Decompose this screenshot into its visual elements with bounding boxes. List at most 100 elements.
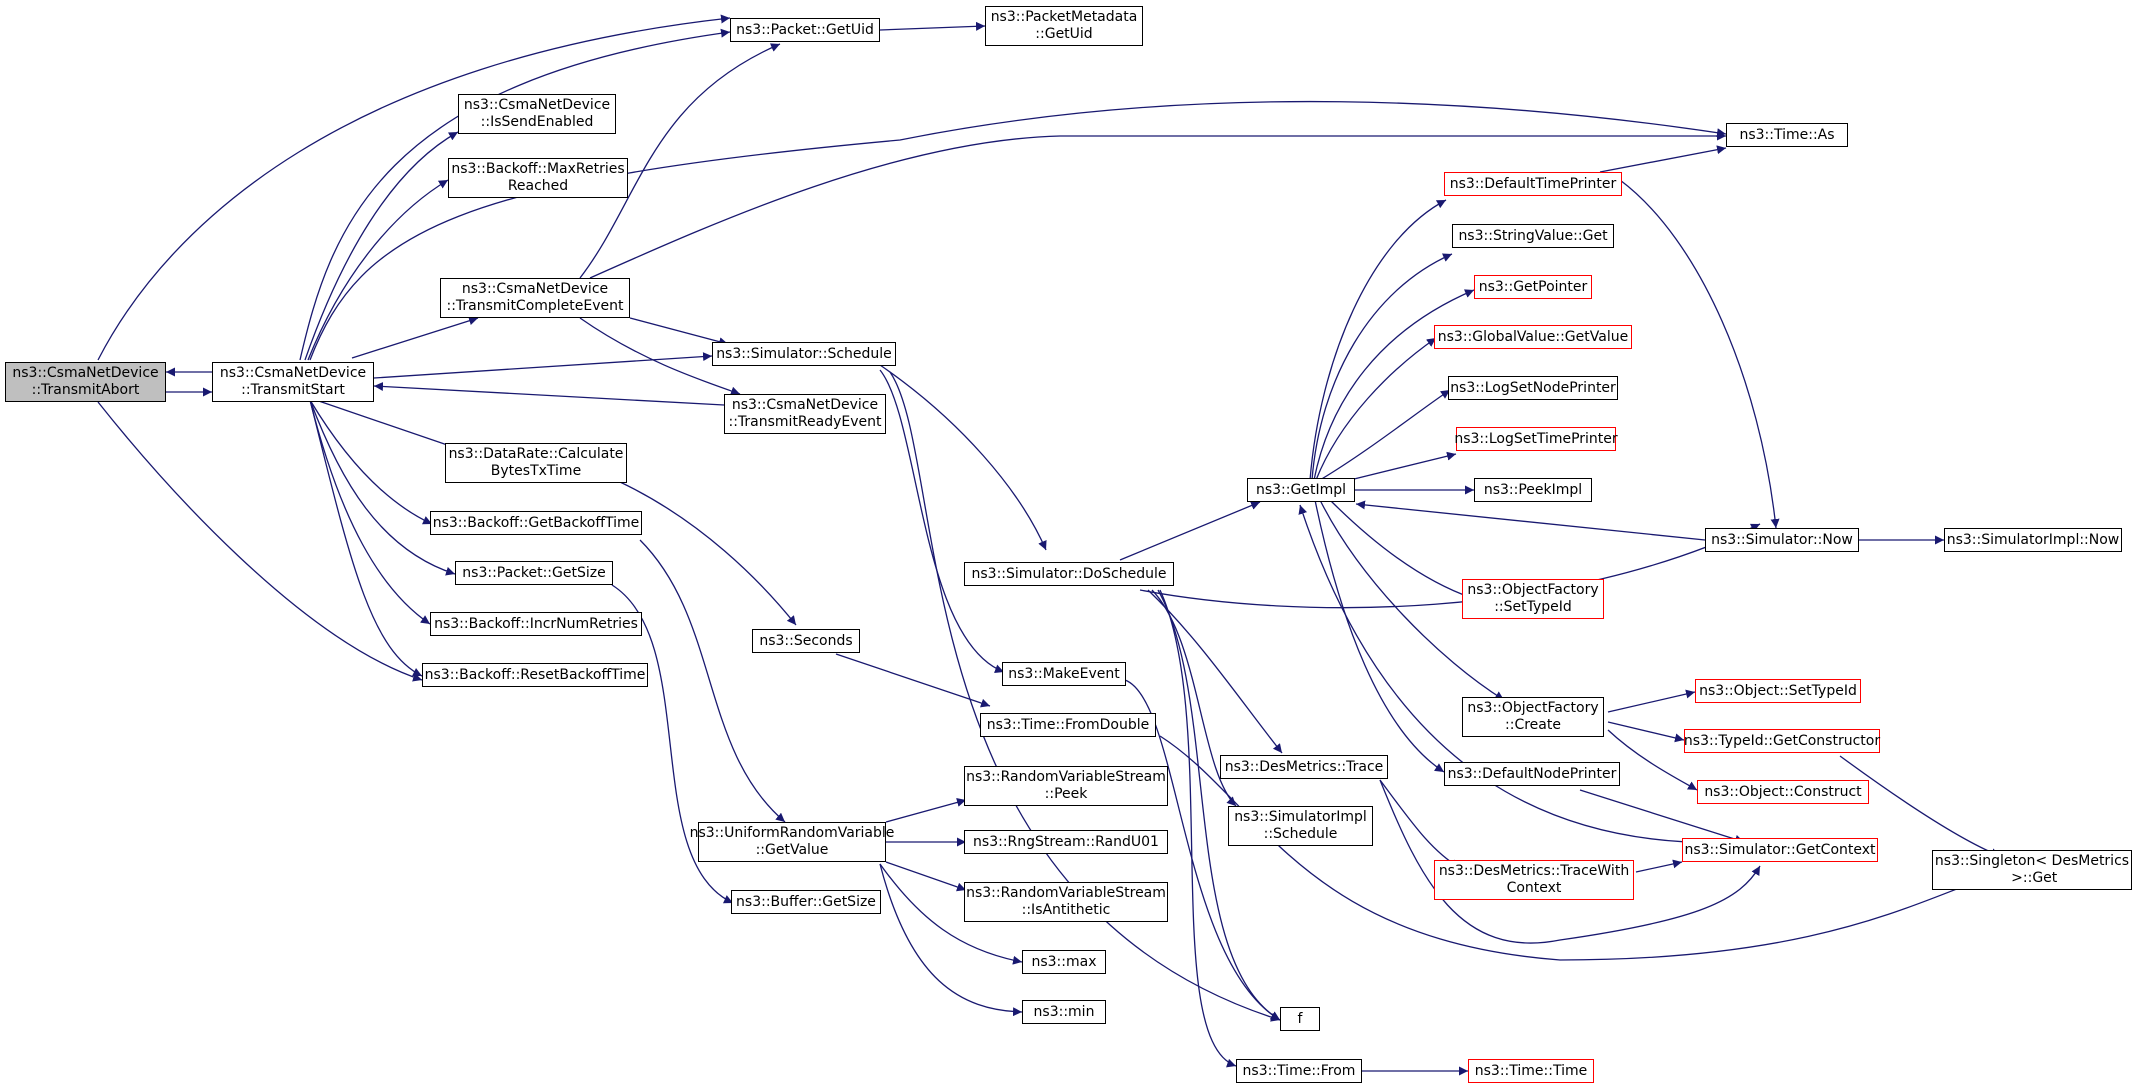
edge-tracewithcontext-getcontext bbox=[1635, 859, 1683, 873]
node-get-backoff-time[interactable]: ns3::Backoff::GetBackoffTime bbox=[430, 511, 642, 535]
edge-transmitstart-datarate bbox=[309, 397, 463, 452]
node-reset-backoff-time[interactable]: ns3::Backoff::ResetBackoffTime bbox=[422, 663, 648, 687]
node-stringvalue-get[interactable]: ns3::StringValue::Get bbox=[1452, 224, 1614, 248]
edge-objectfactorycreate-getconstructor bbox=[1607, 721, 1685, 743]
edge-getimpl-settypeid bbox=[1329, 499, 1473, 600]
node-time-as[interactable]: ns3::Time::As bbox=[1726, 123, 1848, 147]
edge-getimpl-defaultnodeprinter bbox=[1314, 499, 1445, 773]
node-desmetrics-tracewithcontext[interactable]: ns3::DesMetrics::TraceWith Context bbox=[1434, 860, 1634, 900]
edge-transmitstart-resetbackofftime bbox=[309, 399, 423, 677]
node-objectfactory-settypeid[interactable]: ns3::ObjectFactory ::SetTypeId bbox=[1462, 579, 1604, 619]
node-log-set-time-printer[interactable]: ns3::LogSetTimePrinter bbox=[1454, 427, 1618, 451]
edge-doschedule-simulatornow bbox=[1139, 523, 1761, 609]
node-packet-getsize[interactable]: ns3::Packet::GetSize bbox=[455, 561, 613, 585]
node-objectfactory-create[interactable]: ns3::ObjectFactory ::Create bbox=[1462, 697, 1604, 737]
edge-doschedule-f bbox=[1157, 589, 1281, 1021]
edge-doschedule-desmetricstrace bbox=[1147, 589, 1283, 754]
node-rngstream-randu01[interactable]: ns3::RngStream::RandU01 bbox=[964, 830, 1168, 854]
node-max[interactable]: ns3::max bbox=[1022, 950, 1106, 974]
edge-desmetricstrace-getcontext bbox=[1379, 779, 1761, 944]
node-transmit-ready-event[interactable]: ns3::CsmaNetDevice ::TransmitReadyEvent bbox=[724, 394, 886, 434]
node-datarate-calculate[interactable]: ns3::DataRate::Calculate BytesTxTime bbox=[445, 443, 627, 483]
edge-getimpl-globalvalue bbox=[1315, 337, 1437, 481]
edge-desmetricstrace-tracewithcontext bbox=[1379, 779, 1461, 869]
edge-completeevent-readyevent bbox=[579, 317, 741, 396]
node-packet-getuid[interactable]: ns3::Packet::GetUid bbox=[730, 18, 880, 42]
node-max-retries-reached[interactable]: ns3::Backoff::MaxRetries Reached bbox=[448, 158, 628, 198]
node-transmit-complete-event[interactable]: ns3::CsmaNetDevice ::TransmitCompleteEve… bbox=[440, 278, 630, 318]
edge-transmitstart-packetgetsize bbox=[309, 399, 456, 576]
edge-urv-rvspeek bbox=[885, 798, 967, 823]
node-transmit-start[interactable]: ns3::CsmaNetDevice ::TransmitStart bbox=[212, 362, 374, 402]
edge-urv-isantithetic bbox=[885, 861, 967, 892]
edge-getconstructor-singleton bbox=[1839, 755, 2001, 857]
node-log-set-node-printer[interactable]: ns3::LogSetNodePrinter bbox=[1448, 376, 1618, 400]
edge-seconds-fromdouble bbox=[835, 653, 991, 708]
node-incr-num-retries[interactable]: ns3::Backoff::IncrNumRetries bbox=[430, 612, 642, 636]
node-rvs-isantithetic[interactable]: ns3::RandomVariableStream ::IsAntithetic bbox=[964, 882, 1168, 922]
edge-getimpl-defaulttimeprinter bbox=[1309, 199, 1447, 481]
node-simulatorimpl-schedule[interactable]: ns3::SimulatorImpl ::Schedule bbox=[1228, 806, 1373, 846]
node-peek-impl[interactable]: ns3::PeekImpl bbox=[1474, 478, 1592, 502]
edge-urv-min bbox=[879, 863, 1023, 1017]
node-time-time[interactable]: ns3::Time::Time bbox=[1468, 1059, 1594, 1083]
edge-getimpl-getpointer bbox=[1313, 289, 1475, 481]
edge-completeevent-packetgetuid bbox=[579, 43, 781, 279]
node-buffer-getsize[interactable]: ns3::Buffer::GetSize bbox=[731, 890, 881, 914]
edge-makeevent-f bbox=[1124, 679, 1281, 1021]
node-make-event[interactable]: ns3::MakeEvent bbox=[1002, 662, 1126, 686]
edge-objectfactorycreate-objectsettypeid bbox=[1607, 689, 1696, 713]
edge-getimpl-objectfactorycreate bbox=[1319, 499, 1505, 701]
edge-getcontext-getimpl bbox=[1298, 504, 1741, 844]
node-globalvalue-getvalue[interactable]: ns3::GlobalValue::GetValue bbox=[1434, 325, 1632, 349]
node-desmetrics-trace[interactable]: ns3::DesMetrics::Trace bbox=[1220, 755, 1388, 779]
node-simulator-getcontext[interactable]: ns3::Simulator::GetContext bbox=[1682, 838, 1878, 862]
edge-transmitabort-packetgetuid bbox=[97, 14, 731, 361]
node-transmit-abort[interactable]: ns3::CsmaNetDevice ::TransmitAbort bbox=[5, 362, 166, 402]
edge-schedule-doschedule bbox=[879, 364, 1047, 551]
edge-schedule-makeevent bbox=[879, 369, 1005, 673]
node-object-construct[interactable]: ns3::Object::Construct bbox=[1697, 780, 1869, 804]
node-simulator-doschedule[interactable]: ns3::Simulator::DoSchedule bbox=[964, 562, 1174, 586]
edge-readyevent-transmitstart bbox=[373, 381, 725, 406]
node-time-fromdouble[interactable]: ns3::Time::FromDouble bbox=[980, 713, 1156, 737]
node-object-settypeid[interactable]: ns3::Object::SetTypeId bbox=[1695, 679, 1861, 703]
edge-transmitstart-incrnumretries bbox=[309, 399, 431, 625]
edge-packetgetuid-metadata bbox=[879, 21, 986, 31]
edge-getbackofftime-urv bbox=[639, 539, 786, 823]
edge-urv-max bbox=[879, 863, 1023, 965]
node-simulator-schedule[interactable]: ns3::Simulator::Schedule bbox=[712, 342, 896, 366]
edge-defaulttimeprinter-timeas bbox=[1599, 145, 1727, 173]
edge-completeevent-schedule bbox=[629, 317, 729, 347]
node-get-impl[interactable]: ns3::GetImpl bbox=[1247, 478, 1355, 502]
node-urv-getvalue[interactable]: ns3::UniformRandomVariable ::GetValue bbox=[690, 822, 894, 862]
node-packetmetadata-getuid[interactable]: ns3::PacketMetadata ::GetUid bbox=[985, 6, 1143, 46]
edge-transmitstart-schedule bbox=[373, 352, 713, 379]
node-is-send-enabled[interactable]: ns3::CsmaNetDevice ::IsSendEnabled bbox=[458, 94, 616, 134]
edge-transmitstart-issendenabled bbox=[304, 131, 459, 361]
node-f[interactable]: f bbox=[1280, 1007, 1320, 1031]
node-get-pointer[interactable]: ns3::GetPointer bbox=[1474, 275, 1592, 299]
node-typeid-getconstructor[interactable]: ns3::TypeId::GetConstructor bbox=[1684, 729, 1880, 753]
node-time-from[interactable]: ns3::Time::From bbox=[1236, 1059, 1362, 1083]
edge-defaulttimeprinter-simulatornow bbox=[1619, 179, 1780, 529]
edge-getimpl-lognodeprinter bbox=[1319, 389, 1451, 481]
node-simulator-now[interactable]: ns3::Simulator::Now bbox=[1705, 528, 1859, 552]
node-singleton-get[interactable]: ns3::Singleton< DesMetrics >::Get bbox=[1932, 850, 2132, 890]
edge-transmitstart-getbackofftime bbox=[309, 399, 433, 525]
node-default-time-printer[interactable]: ns3::DefaultTimePrinter bbox=[1444, 172, 1622, 196]
edge-transmitabort-resetbackofftime bbox=[97, 401, 423, 682]
edge-getimpl-logtimeprinter bbox=[1349, 451, 1457, 481]
edge-simulatornow-getimpl bbox=[1355, 500, 1706, 541]
edge-doschedule-timefrom bbox=[1159, 589, 1237, 1068]
node-seconds[interactable]: ns3::Seconds bbox=[752, 629, 860, 653]
edge-datarate-seconds bbox=[619, 481, 797, 626]
node-default-node-printer[interactable]: ns3::DefaultNodePrinter bbox=[1444, 762, 1620, 786]
node-rvs-peek[interactable]: ns3::RandomVariableStream ::Peek bbox=[964, 766, 1168, 806]
edge-schedule-f bbox=[889, 371, 1281, 1022]
node-min[interactable]: ns3::min bbox=[1022, 1000, 1106, 1024]
node-simulatorimpl-now[interactable]: ns3::SimulatorImpl::Now bbox=[1944, 528, 2122, 552]
edge-doschedule-getimpl bbox=[1119, 501, 1261, 561]
